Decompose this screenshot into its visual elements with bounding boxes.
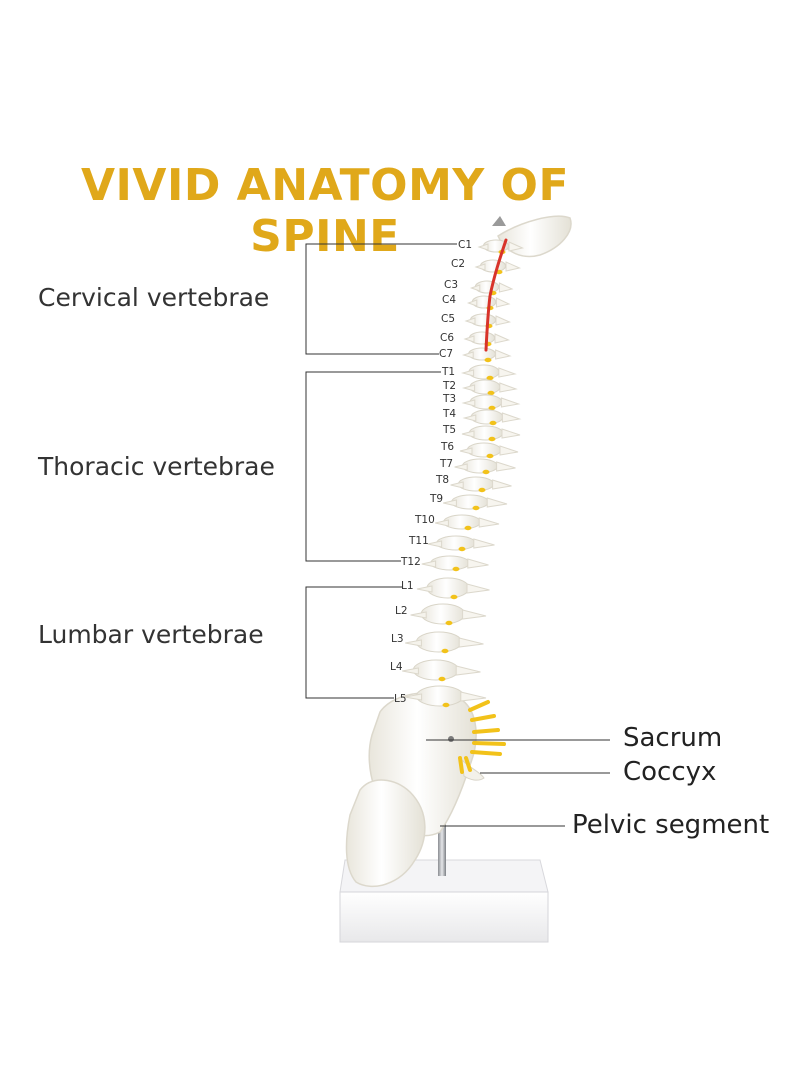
vertebra-t3: [461, 394, 521, 411]
vertebra-label-c2: C2: [451, 258, 466, 270]
vertebra-label-c1: C1: [458, 239, 473, 251]
vertebra-c3: [469, 280, 514, 296]
vertebral-artery: [484, 238, 508, 352]
thoracic-bracket: [305, 371, 441, 562]
coccyx-label: Coccyx: [623, 757, 717, 787]
diagram-title: VIVID ANATOMY OF SPINE: [80, 160, 570, 262]
vertebra-label-l5: L5: [394, 693, 407, 705]
vertebra-t1: [460, 364, 517, 381]
lumbar-vertebrae-label: Lumbar vertebrae: [38, 620, 264, 649]
cervical-bracket: [305, 243, 457, 355]
vertebra-l3: [405, 631, 484, 654]
vertebra-t11: [427, 535, 495, 552]
vertebra-l2: [410, 603, 487, 626]
vertebra-label-t11: T11: [409, 535, 429, 547]
vertebra-label-c3: C3: [444, 279, 459, 291]
vertebra-c7: [461, 347, 512, 363]
vertebra-t2: [461, 379, 518, 396]
vertebra-label-t5: T5: [443, 424, 457, 436]
vertebra-label-l2: L2: [395, 605, 408, 617]
vertebra-label-l4: L4: [390, 661, 403, 673]
vertebra-t12: [421, 555, 489, 572]
vertebra-label-t7: T7: [440, 458, 454, 470]
vertebra-label-c4: C4: [442, 294, 457, 306]
vertebra-t7: [454, 458, 516, 475]
vertebra-label-t9: T9: [430, 493, 444, 505]
vertebra-l4: [402, 659, 481, 682]
vertebral-column: [402, 238, 525, 708]
pelvis-model: [345, 691, 485, 888]
vertebra-t4: [462, 409, 522, 426]
vertebra-label-c5: C5: [441, 313, 456, 325]
group-brackets: [305, 243, 610, 827]
vertebra-label-t8: T8: [436, 474, 450, 486]
cervical-vertebrae-label: Cervical vertebrae: [38, 283, 270, 312]
vertebra-label-t2: T2: [443, 380, 457, 392]
vertebra-label-c7: C7: [439, 348, 454, 360]
vertebra-label-t3: T3: [443, 393, 457, 405]
vertebra-l5: [404, 685, 487, 708]
vertebra-t5: [461, 425, 521, 442]
vertebra-label-t12: T12: [401, 556, 421, 568]
vertebra-label-t4: T4: [443, 408, 457, 420]
vertebra-l1: [416, 577, 490, 600]
vertebra-label-l1: L1: [401, 580, 414, 592]
sacral-nerves: [458, 700, 506, 774]
vertebra-label-t10: T10: [415, 514, 435, 526]
vertebra-t10: [435, 514, 500, 531]
sacrum-label: Sacrum: [623, 723, 723, 753]
vertebra-label-t6: T6: [441, 441, 455, 453]
lumbar-bracket: [305, 586, 402, 699]
pelvic-segment-label: Pelvic segment: [572, 810, 770, 840]
vertebra-label-t1: T1: [442, 366, 456, 378]
vertebra-t9: [443, 494, 508, 511]
mount-screw: [492, 216, 506, 226]
vertebra-t6: [459, 442, 519, 459]
vertebra-label-c6: C6: [440, 332, 455, 344]
vertebra-label-l3: L3: [391, 633, 404, 645]
vertebra-t8: [450, 476, 512, 493]
thoracic-vertebrae-label: Thoracic vertebrae: [38, 452, 275, 481]
